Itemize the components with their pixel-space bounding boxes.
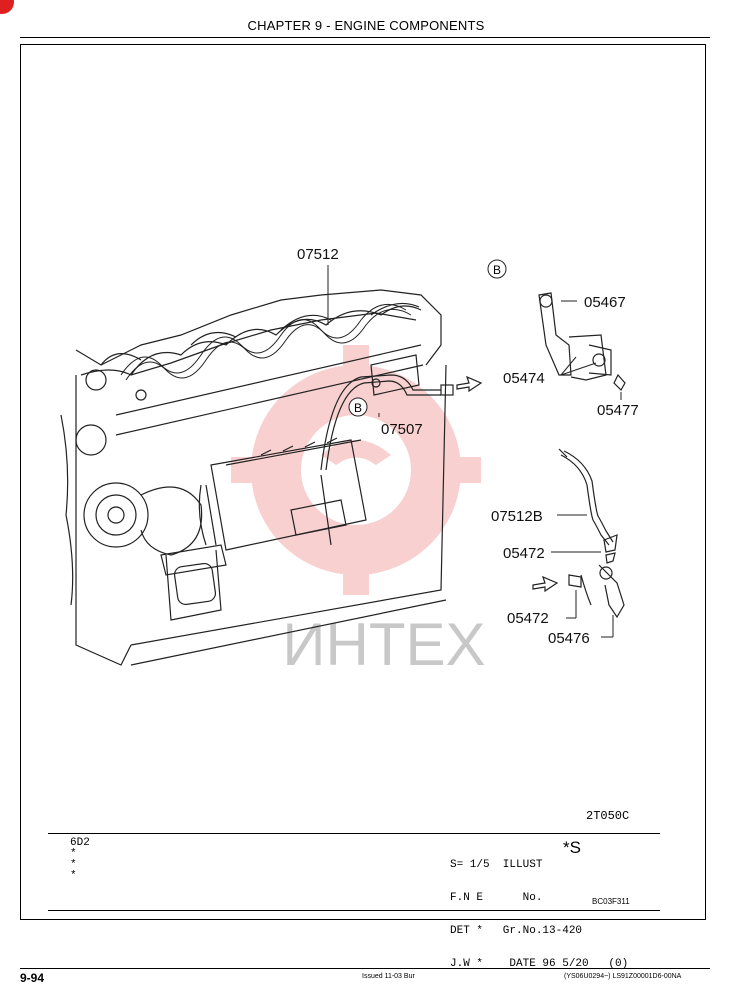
callout-05467: 05467 — [584, 294, 626, 311]
title-block-model: 6D2 * * * — [70, 838, 90, 882]
date-line: J.W * DATE 96 5/20 (0) — [450, 958, 629, 970]
footer-rule — [20, 968, 710, 969]
figure-ref: 2T050C — [586, 809, 629, 823]
model-star-1: * — [70, 848, 77, 860]
bracket-assembly-drawing — [538, 292, 626, 391]
callout-05477: 05477 — [597, 402, 639, 419]
fne-line: F.N E No. — [450, 892, 543, 904]
chapter-title: CHAPTER 9 - ENGINE COMPONENTS — [247, 18, 485, 33]
header-rule — [20, 37, 710, 38]
detail-marker-label: B — [493, 263, 501, 277]
model-code: 6D2 — [70, 837, 90, 849]
callout-07507: 07507 — [381, 421, 423, 438]
watermark-text: ИНТЕХ — [282, 611, 485, 678]
callout-07512b: 07512B — [491, 508, 543, 525]
injection-pipes-07512 — [120, 303, 412, 381]
callout-05472-upper: 05472 — [503, 545, 545, 562]
callout-05474: 05474 — [503, 370, 545, 387]
callout-07512: 07512 — [297, 246, 339, 263]
title-block-info: S= 1/5 ILLUST F.N E No. DET * Gr.No.13-4… — [450, 838, 628, 981]
callout-05472-lower: 05472 — [507, 610, 549, 627]
parts-illustration: ИНТЕХ — [60, 246, 639, 823]
illust-number: *S — [563, 838, 581, 857]
issued-note: Issued 11-03 Bur — [362, 973, 415, 980]
arrow-to-detail — [456, 375, 483, 393]
model-star-2: * — [70, 859, 77, 871]
corner-tab-marker — [0, 0, 14, 14]
pipe-07512b-drawing — [558, 448, 625, 619]
pipe-07507-drawing — [320, 374, 454, 471]
model-star-3: * — [70, 870, 77, 882]
document-code: (YS06U0294~) LS91Z00001D6-00NA — [564, 973, 682, 980]
scale-line: S= 1/5 ILLUST — [450, 859, 543, 871]
view-marker-label: B — [354, 401, 362, 415]
watermark-logo — [231, 345, 481, 595]
callout-05476: 05476 — [548, 630, 590, 647]
title-block-top-rule — [48, 833, 660, 834]
view-marker-ring — [348, 397, 368, 417]
detail-marker-ring — [487, 259, 507, 279]
engine-block-drawing — [60, 289, 447, 666]
title-block-bottom-rule — [48, 910, 660, 911]
plate-code: BC03F311 — [592, 897, 630, 906]
drawing-frame — [20, 44, 706, 920]
page-number: 9-94 — [20, 971, 45, 985]
inlet-arrow — [532, 575, 559, 593]
group-line: DET * Gr.No.13-420 — [450, 925, 583, 937]
